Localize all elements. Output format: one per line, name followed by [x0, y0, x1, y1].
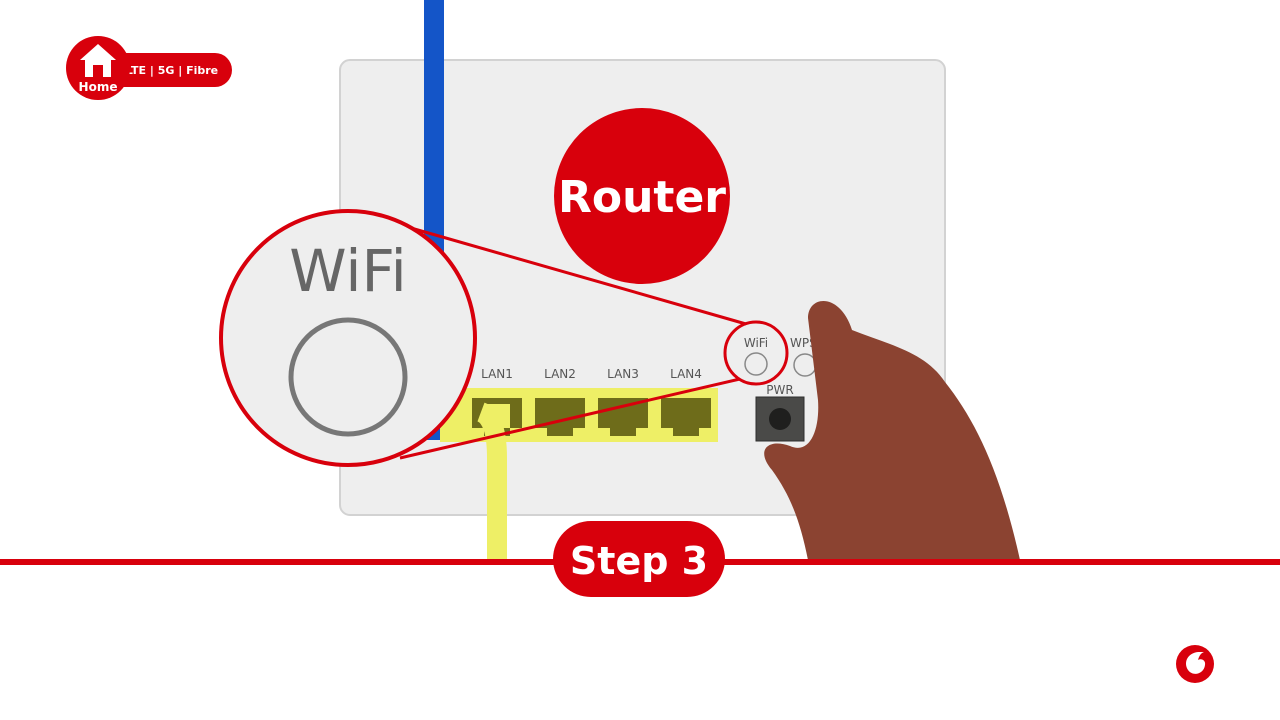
lan1-label: LAN1	[481, 367, 513, 381]
magnifier-connector	[389, 220, 747, 460]
home-label: Home	[79, 80, 118, 94]
step-badge: Step 3	[553, 521, 725, 597]
lan4-label: LAN4	[670, 367, 702, 381]
wps-button[interactable]	[793, 353, 817, 377]
wifi-label: WiFi	[744, 336, 768, 350]
router-title: Router	[558, 172, 726, 223]
lan2-label: LAN2	[544, 367, 576, 381]
power-label: PWR	[766, 383, 793, 397]
home-icon	[80, 44, 116, 77]
lan-port-2[interactable]	[535, 398, 585, 436]
lan3-label: LAN3	[607, 367, 639, 381]
magnifier-wifi-label: WiFi	[289, 237, 406, 305]
yellow-cable-plug	[484, 404, 510, 428]
hand-pointer-icon	[764, 300, 1020, 560]
lan-port-4[interactable]	[661, 398, 711, 436]
wifi-button[interactable]	[744, 352, 768, 376]
wifi-highlight-ring	[723, 320, 789, 386]
home-network-badge: LTE | 5G | Fibre Home	[66, 36, 232, 100]
lan-port-3[interactable]	[598, 398, 648, 436]
step-label: Step 3	[570, 539, 708, 583]
vodafone-logo-icon	[1176, 645, 1214, 683]
power-button[interactable]	[755, 396, 805, 442]
router-title-badge: Router	[554, 108, 730, 284]
wps-label: WPS	[790, 336, 817, 350]
magnifier-wifi-button	[288, 317, 408, 437]
network-label: LTE | 5G | Fibre	[126, 64, 218, 77]
wifi-magnifier: WiFi	[219, 209, 477, 467]
